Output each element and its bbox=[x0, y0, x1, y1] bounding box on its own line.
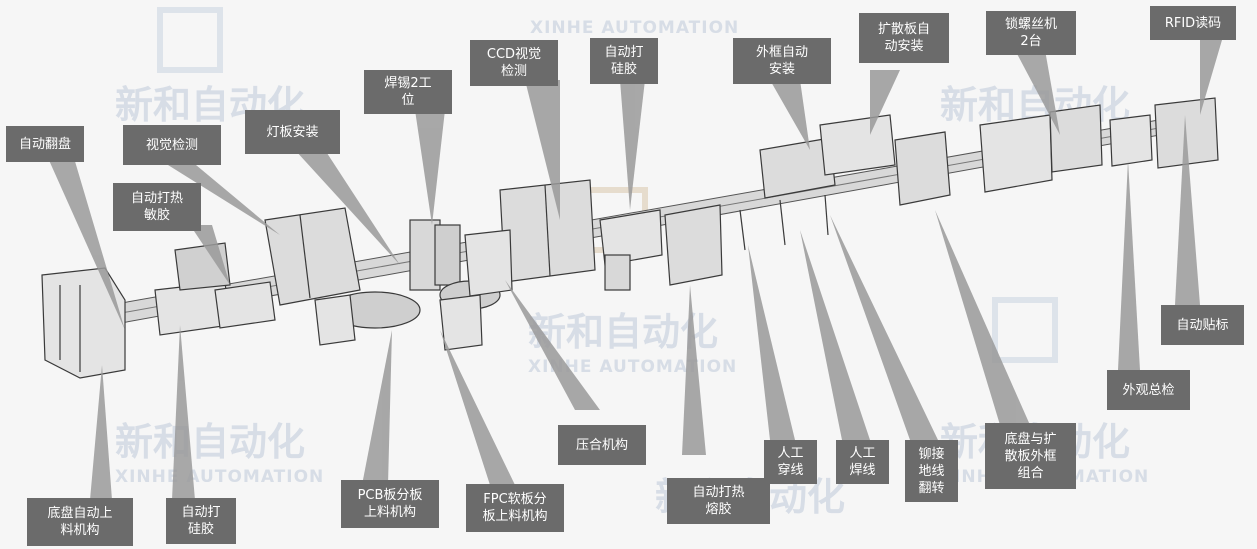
label-auto-flip: 自动翻盘 bbox=[6, 126, 84, 162]
label-manual-thread: 人工 穿线 bbox=[764, 440, 817, 484]
label-light-board-install: 灯板安装 bbox=[245, 110, 340, 154]
label-fpc-feeding: FPC软板分 板上料机构 bbox=[466, 484, 564, 532]
label-chassis-diffuser-assembly: 底盘与扩 散板外框 组合 bbox=[985, 423, 1076, 489]
label-diffuser-install: 扩散板自 动安装 bbox=[859, 13, 949, 63]
watermark-en: XINHE AUTOMATION bbox=[530, 18, 739, 38]
watermark-en: XINHE AUTOMATION bbox=[528, 357, 737, 377]
label-ccd-inspect: CCD视觉 检测 bbox=[470, 40, 558, 86]
label-screw-machine: 锁螺丝机 2台 bbox=[986, 11, 1076, 55]
label-auto-silicone-top: 自动打 硅胶 bbox=[590, 38, 658, 84]
label-auto-silicone-bottom: 自动打 硅胶 bbox=[166, 498, 236, 544]
label-solder-2: 焊锡2工 位 bbox=[364, 70, 452, 114]
label-press-mechanism: 压合机构 bbox=[558, 425, 646, 465]
label-auto-hot-melt: 自动打热 熔胶 bbox=[667, 478, 770, 524]
label-pcb-feeding: PCB板分板 上料机构 bbox=[341, 480, 439, 528]
label-rfid: RFID读码 bbox=[1150, 6, 1236, 40]
leaders bbox=[48, 40, 1222, 500]
label-rivet-ground-turn: 铆接 地线 翻转 bbox=[905, 440, 958, 502]
watermark-cn: 新和自动化 bbox=[528, 310, 718, 354]
label-chassis-feeding: 底盘自动上 料机构 bbox=[27, 498, 133, 546]
label-auto-labeling: 自动贴标 bbox=[1161, 305, 1244, 345]
label-visual-inspect: 视觉检测 bbox=[123, 125, 221, 165]
label-frame-install: 外框自动 安装 bbox=[733, 38, 831, 84]
label-appearance-check: 外观总检 bbox=[1107, 370, 1190, 410]
label-manual-solder: 人工 焊线 bbox=[836, 440, 889, 484]
watermark-cn: 新和自动化 bbox=[115, 420, 305, 464]
label-auto-thermal-glue: 自动打热 敏胶 bbox=[113, 183, 201, 231]
watermark-en: XINHE AUTOMATION bbox=[115, 467, 324, 487]
machines bbox=[41, 97, 1219, 379]
